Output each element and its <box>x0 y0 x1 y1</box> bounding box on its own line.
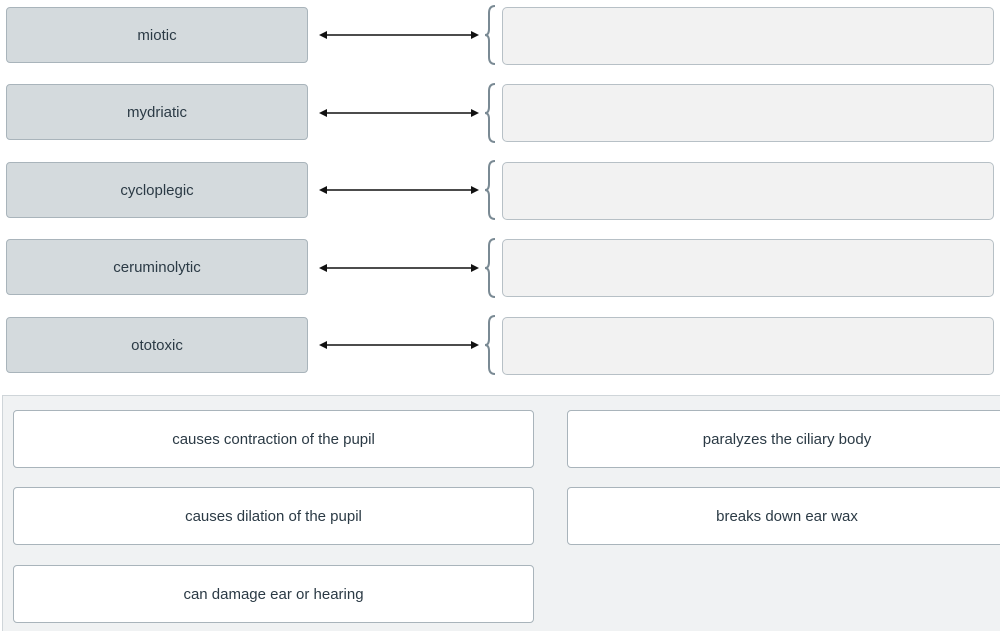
term-ototoxic: ototoxic <box>6 317 308 373</box>
answer-option[interactable]: causes contraction of the pupil <box>13 410 534 468</box>
brace-icon <box>484 238 496 298</box>
term-label: ototoxic <box>131 336 183 354</box>
answer-label: breaks down ear wax <box>716 507 858 525</box>
drop-slot-4[interactable] <box>502 239 994 297</box>
answer-label: paralyzes the ciliary body <box>702 430 872 448</box>
double-arrow-icon <box>319 109 479 117</box>
double-arrow-icon <box>319 186 479 194</box>
brace-icon <box>484 160 496 220</box>
term-miotic: miotic <box>6 7 308 63</box>
answer-label: causes dilation of the pupil <box>185 507 362 525</box>
drop-slot-1[interactable] <box>502 7 994 65</box>
term-label: miotic <box>137 26 177 44</box>
answer-option[interactable]: can damage ear or hearing <box>13 565 534 623</box>
answer-bank: causes contraction of the pupil paralyze… <box>2 395 1000 631</box>
double-arrow-icon <box>319 31 479 39</box>
brace-icon <box>484 5 496 65</box>
double-arrow-icon <box>319 341 479 349</box>
term-ceruminolytic: ceruminolytic <box>6 239 308 295</box>
double-arrow-icon <box>319 264 479 272</box>
drop-slot-3[interactable] <box>502 162 994 220</box>
answer-label: can damage ear or hearing <box>183 585 364 603</box>
term-mydriatic: mydriatic <box>6 84 308 140</box>
answer-label: causes contraction of the pupil <box>172 430 375 448</box>
drop-slot-5[interactable] <box>502 317 994 375</box>
term-label: ceruminolytic <box>113 258 201 276</box>
term-label: mydriatic <box>126 103 187 121</box>
drop-slot-2[interactable] <box>502 84 994 142</box>
answer-option[interactable]: breaks down ear wax <box>567 487 1000 545</box>
term-label: cycloplegic <box>120 181 194 199</box>
brace-icon <box>484 315 496 375</box>
term-cycloplegic: cycloplegic <box>6 162 308 218</box>
matching-area: miotic mydriatic cycloplegic ceruminolyt… <box>6 5 994 375</box>
brace-icon <box>484 83 496 143</box>
answer-option[interactable]: paralyzes the ciliary body <box>567 410 1000 468</box>
answer-option[interactable]: causes dilation of the pupil <box>13 487 534 545</box>
